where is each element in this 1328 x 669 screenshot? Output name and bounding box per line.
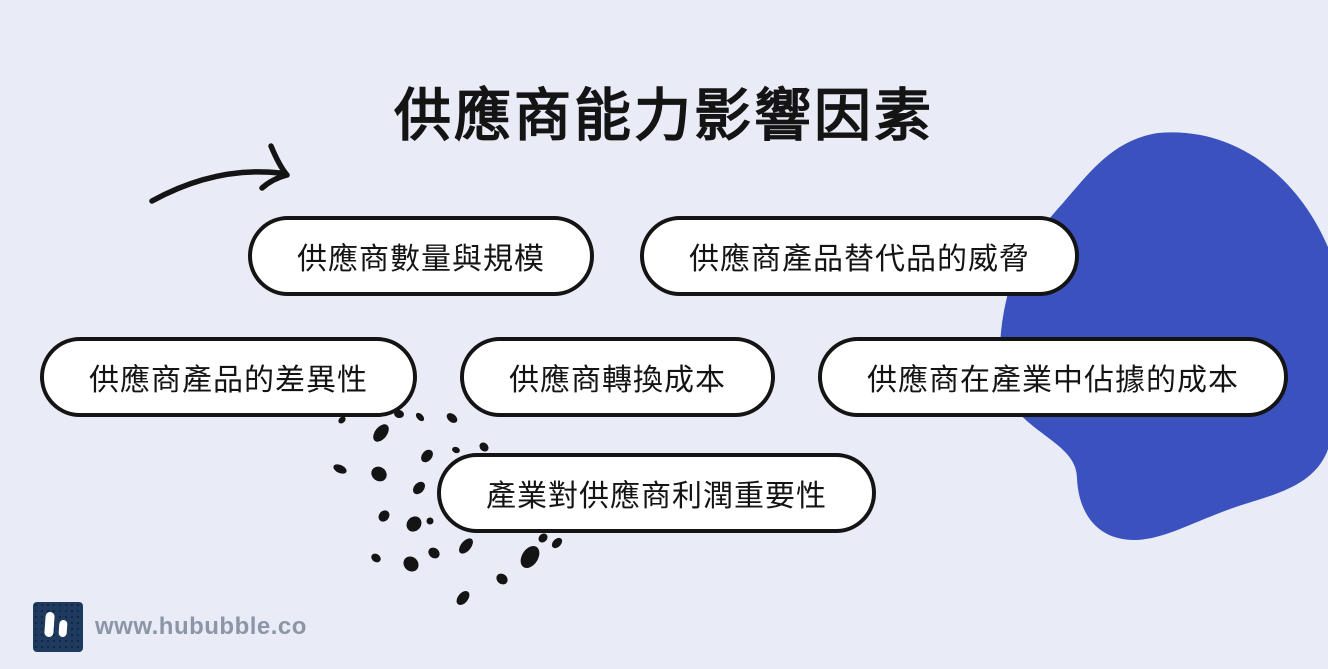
factor-pill-switching-cost: 供應商轉換成本 bbox=[460, 337, 775, 417]
footer: www.hububble.co bbox=[33, 602, 307, 652]
factor-pill-product-differentiation: 供應商產品的差異性 bbox=[40, 337, 417, 417]
factor-label: 供應商產品的差異性 bbox=[89, 364, 368, 397]
factor-pill-profit-importance: 產業對供應商利潤重要性 bbox=[437, 453, 876, 533]
hububble-logo-icon bbox=[33, 602, 83, 652]
factor-label: 供應商在產業中佔據的成本 bbox=[867, 364, 1239, 397]
website-url: www.hububble.co bbox=[95, 613, 307, 640]
factor-pill-industry-cost: 供應商在產業中佔據的成本 bbox=[818, 337, 1288, 417]
factor-label: 供應商轉換成本 bbox=[509, 364, 726, 397]
factor-label: 產業對供應商利潤重要性 bbox=[486, 480, 827, 513]
factor-label: 供應商產品替代品的威脅 bbox=[689, 243, 1030, 276]
factor-pill-substitute-threat: 供應商產品替代品的威脅 bbox=[640, 216, 1079, 296]
factor-label: 供應商數量與規模 bbox=[297, 243, 545, 276]
page-title: 供應商能力影響因素 bbox=[394, 84, 934, 148]
factor-pill-supplier-quantity: 供應商數量與規模 bbox=[248, 216, 594, 296]
